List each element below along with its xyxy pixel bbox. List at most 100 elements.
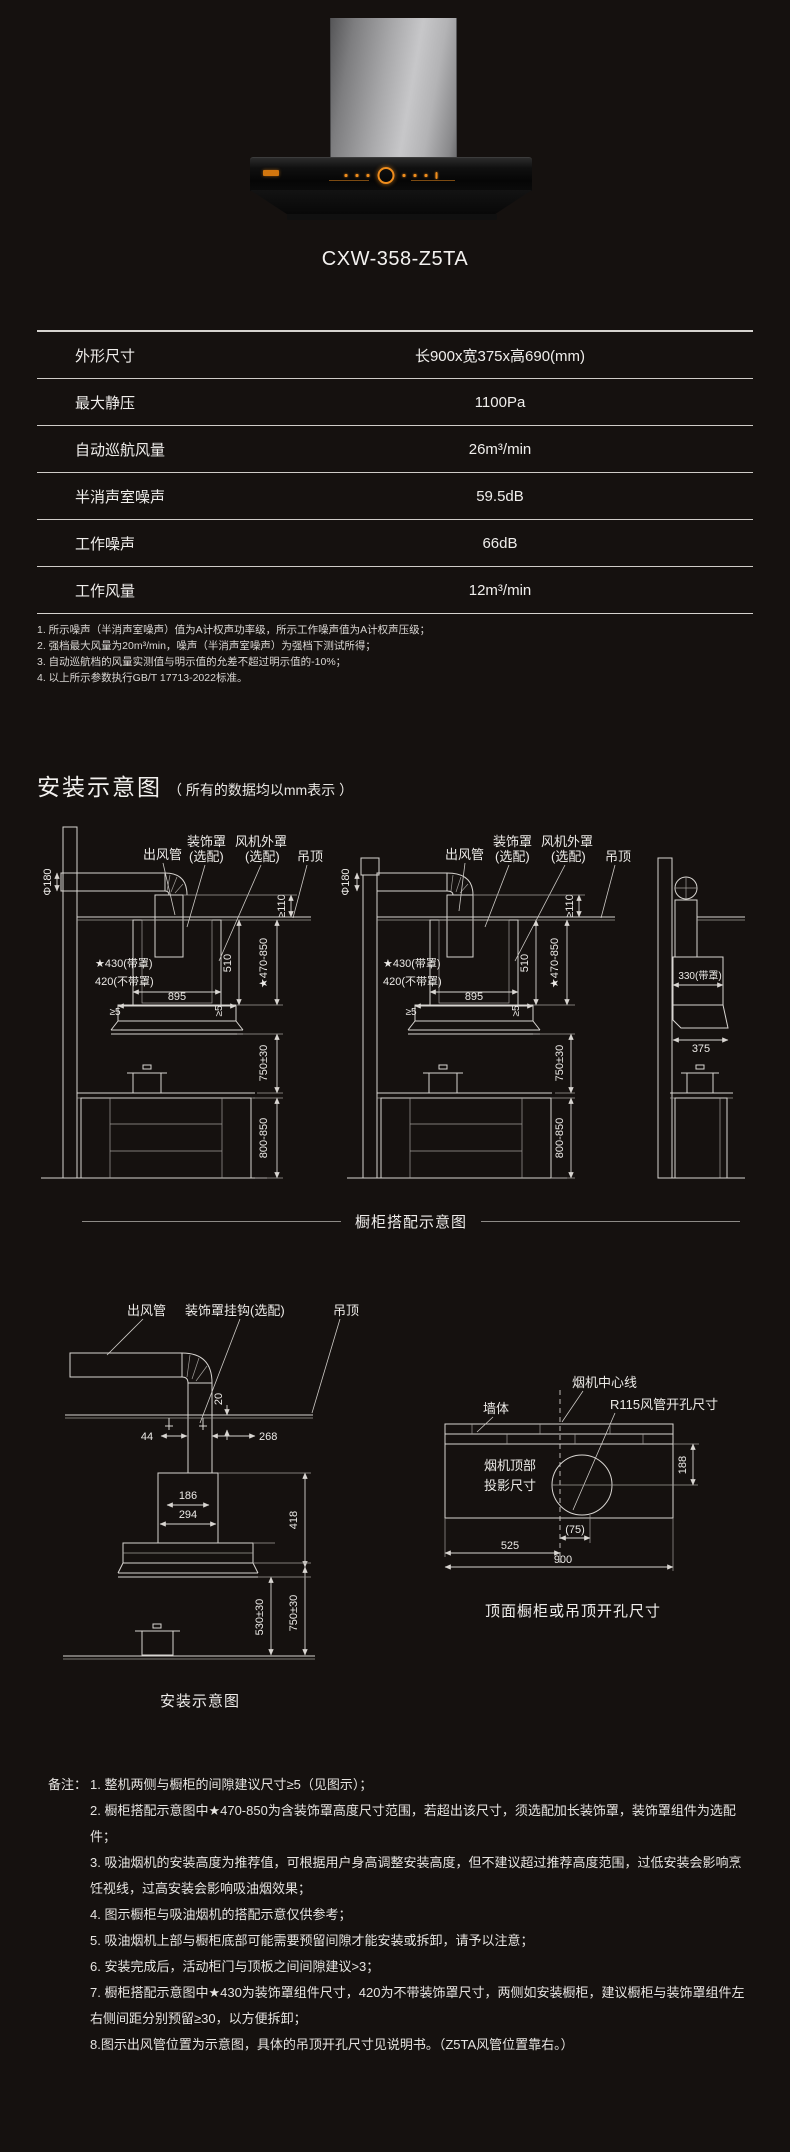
power-knob-icon xyxy=(377,166,395,184)
fan-high-icon xyxy=(413,173,417,177)
spec-row: 最大静压 1100Pa xyxy=(37,378,753,425)
dim-hood-width: 895 xyxy=(168,991,186,1003)
fan-mid-icon xyxy=(402,173,406,177)
install-caption: 安装示意图 xyxy=(159,1693,240,1710)
ceiling-cutout-view: 烟机中心线 墙体 R115风管开孔尺寸 烟机顶部 投影尺寸 188 (75) 5… xyxy=(444,1375,718,1571)
spec-value: 59.5dB xyxy=(476,487,524,505)
spec-label: 外形尺寸 xyxy=(75,347,136,365)
label-deco-cover: 装饰罩 xyxy=(187,834,226,849)
spec-value: 长900x宽375x高690(mm) xyxy=(414,347,586,365)
note-item: 6. 安装完成后，活动柜门与顶板之间间隙建议>3； xyxy=(90,1959,380,1974)
dim-186: 186 xyxy=(179,1490,197,1502)
spec-row: 工作噪声 66dB xyxy=(37,519,753,566)
notes-section: 备注： 1. 整机两侧与橱柜的间隙建议尺寸≥5（见图示）； 2. 橱柜搭配示意图… xyxy=(48,1772,748,2058)
dim-gap-left: ≥5 xyxy=(109,1007,120,1018)
front-view-middle: 出风管 装饰罩 (选配) 风机外罩 (选配) 吊顶 Φ180 ★430(带罩) … xyxy=(340,834,631,1179)
hood-chimney xyxy=(330,18,457,158)
dim-510: 510 xyxy=(222,954,234,972)
hood-lip xyxy=(287,214,497,220)
dim-525: 525 xyxy=(501,1540,519,1552)
dim-gap110: ≥110 xyxy=(564,894,576,918)
spec-value: 12m³/min xyxy=(468,581,532,599)
clean-icon xyxy=(435,171,438,179)
caption-rule xyxy=(481,1221,741,1222)
spec-table: 外形尺寸 长900x宽375x高690(mm) 最大静压 1100Pa 自动巡航… xyxy=(37,330,753,614)
cabinet-caption: 橱柜搭配示意图 xyxy=(355,1214,468,1231)
control-underline xyxy=(329,180,369,181)
notes-list: 1. 整机两侧与橱柜的间隙建议尺寸≥5（见图示）； 2. 橱柜搭配示意图中★47… xyxy=(90,1772,748,2058)
dim-510: 510 xyxy=(519,954,531,972)
label-deco-cover-opt: (选配) xyxy=(189,849,224,864)
dim-width-plain: 420(不带罩) xyxy=(95,975,154,988)
spec-row: 外形尺寸 长900x宽375x高690(mm) xyxy=(37,332,753,378)
dim-44: 44 xyxy=(141,1431,153,1443)
note-item: 5. 吸油烟机上部与橱柜底部可能需要预留间隙才能安装或拆卸，请予以注意； xyxy=(90,1933,534,1948)
dim-750: 750±30 xyxy=(554,1045,566,1082)
dim-gap-right: ≥5 xyxy=(511,1005,522,1016)
label-projection-1: 烟机顶部 xyxy=(484,1458,536,1473)
dim-800-850: 800-850 xyxy=(258,1118,270,1158)
label-deco-cover-opt: (选配) xyxy=(495,849,530,864)
cabinet-match-diagram: 出风管 装饰罩 (选配) 风机外罩 (选配) 吊顶 Φ180 ★430(带罩) … xyxy=(41,826,745,1179)
dim-268: 268 xyxy=(259,1431,277,1443)
install-side-view: 出风管 装饰罩挂钩(选配) 吊顶 20 44 268 186 294 xyxy=(63,1303,359,1660)
note-item: 8.图示出风管位置为示意图，具体的吊顶开孔尺寸见说明书。（Z5TA风管位置靠右。… xyxy=(90,2037,574,2052)
dim-cover-range: ★470-850 xyxy=(258,938,270,988)
product-photo xyxy=(0,0,790,240)
label-outlet-pipe: 出风管 xyxy=(143,847,182,862)
dim-800-850: 800-850 xyxy=(554,1118,566,1158)
note-item: 2. 橱柜搭配示意图中★470-850为含装饰罩高度尺寸范围，若超出该尺寸，须选… xyxy=(90,1803,736,1844)
spec-row: 工作风量 12m³/min xyxy=(37,566,753,613)
label-fan-cover: 风机外罩 xyxy=(235,834,287,849)
label-ceiling: 吊顶 xyxy=(297,849,323,864)
timer-icon xyxy=(344,173,348,177)
label-wall: 墙体 xyxy=(483,1401,509,1416)
label-ceiling: 吊顶 xyxy=(605,849,631,864)
dim-pipe-dia: Φ180 xyxy=(42,868,54,895)
spec-label: 工作风量 xyxy=(75,582,136,600)
install-detail-diagram: 出风管 装饰罩挂钩(选配) 吊顶 20 44 268 186 294 xyxy=(63,1303,718,1660)
dim-20: 20 xyxy=(213,1393,225,1405)
hood-body xyxy=(250,157,532,191)
dim-188: 188 xyxy=(677,1456,689,1474)
note-item: 7. 橱柜搭配示意图中★430为装饰罩组件尺寸，420为不带装饰罩尺寸，两侧如安… xyxy=(90,1985,745,2026)
dim-gap-right: ≥5 xyxy=(214,1005,225,1016)
spec-footnotes: 1. 所示噪声（半消声室噪声）值为A计权声功率级，所示工作噪声值为A计权声压级；… xyxy=(37,622,753,686)
dim-depth: 375 xyxy=(692,1043,710,1055)
model-title: CXW-358-Z5TA xyxy=(321,248,469,270)
spec-value: 26m³/min xyxy=(468,440,532,458)
front-view-left: 出风管 装饰罩 (选配) 风机外罩 (选配) 吊顶 Φ180 ★430(带罩) … xyxy=(41,826,323,1179)
dim-900: 900 xyxy=(554,1554,572,1566)
label-centerline: 烟机中心线 xyxy=(572,1375,637,1390)
dim-294: 294 xyxy=(179,1509,197,1521)
dim-cover-range: ★470-850 xyxy=(549,938,561,988)
label-deco-cover: 装饰罩 xyxy=(493,834,532,849)
dim-530: 530±30 xyxy=(254,1599,266,1636)
dim-750: 750±30 xyxy=(258,1045,270,1082)
dim-75: (75) xyxy=(565,1524,585,1536)
spec-row: 自动巡航风量 26m³/min xyxy=(37,425,753,472)
control-underline xyxy=(411,180,455,181)
side-view: 330(带罩) 375 xyxy=(657,857,745,1179)
cabinet-caption-row: 橱柜搭配示意图 xyxy=(82,1211,741,1232)
spec-row: 半消声室噪声 59.5dB xyxy=(37,472,753,519)
dim-418: 418 xyxy=(288,1511,300,1529)
footnote: 4. 以上所示参数执行GB/T 17713-2022标准。 xyxy=(37,672,248,684)
brand-logo xyxy=(263,170,279,176)
hood-flare xyxy=(250,190,532,214)
spec-label: 自动巡航风量 xyxy=(75,441,166,459)
notes-label: 备注： xyxy=(48,1777,88,1792)
section-title: 安装示意图 xyxy=(37,774,162,800)
light-icon xyxy=(355,173,359,177)
section-subtitle: （ 所有的数据均以mm表示 ） xyxy=(168,782,354,798)
label-ceiling: 吊顶 xyxy=(333,1303,359,1318)
dim-width-cover: ★430(带罩) xyxy=(383,957,441,970)
dim-gap-left: ≥5 xyxy=(405,1007,416,1018)
cutout-caption: 顶面橱柜或吊顶开孔尺寸 xyxy=(484,1603,661,1620)
note-item: 3. 吸油烟机的安装高度为推荐值，可根据用户身高调整安装高度，但不建议超过推荐高… xyxy=(90,1855,742,1896)
footnote: 2. 强档最大风量为20m³/min，噪声（半消声室噪声）为强档下测试所得； xyxy=(37,640,376,652)
control-panel xyxy=(344,166,438,184)
auto-icon xyxy=(424,173,428,177)
spec-label: 工作噪声 xyxy=(75,535,136,553)
